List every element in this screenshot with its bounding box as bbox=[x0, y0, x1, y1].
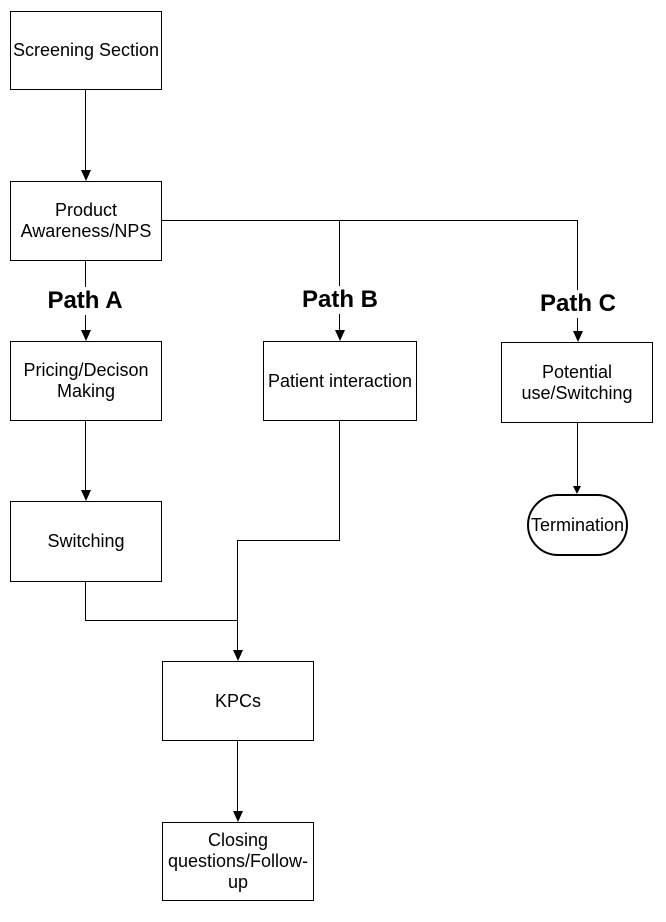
edge-line bbox=[86, 620, 238, 621]
node-termination: Termination bbox=[527, 494, 628, 556]
edge-line bbox=[237, 741, 238, 811]
node-switching: Switching bbox=[10, 501, 162, 582]
edge-line bbox=[85, 582, 86, 621]
arrow-down-icon bbox=[81, 330, 91, 341]
edge-line bbox=[85, 421, 86, 490]
node-label: Potential use/Switching bbox=[521, 361, 633, 403]
node-label: Switching bbox=[47, 531, 125, 551]
path-label-a: Path A bbox=[45, 287, 125, 315]
edge-line bbox=[577, 423, 578, 487]
arrow-down-icon bbox=[573, 331, 583, 342]
node-product-awareness-nps: Product Awareness/NPS bbox=[10, 181, 162, 261]
edge-line bbox=[237, 541, 238, 650]
node-screening-section: Screening Section bbox=[10, 11, 162, 90]
edge-line bbox=[85, 90, 86, 170]
node-label: Screening Section bbox=[12, 40, 160, 60]
edge-line bbox=[339, 421, 340, 541]
node-label: KPCs bbox=[214, 690, 261, 711]
node-pricing-decision-making: Pricing/Decison Making bbox=[10, 341, 162, 421]
node-patient-interaction: Patient interaction bbox=[263, 341, 417, 421]
edge-line bbox=[339, 221, 340, 330]
arrow-down-icon bbox=[335, 330, 345, 341]
edge-line bbox=[237, 540, 340, 541]
node-label: Patient interaction bbox=[267, 370, 413, 391]
path-label-b: Path B bbox=[299, 286, 381, 314]
node-kpcs: KPCs bbox=[162, 661, 314, 741]
node-label: Pricing/Decison Making bbox=[23, 360, 149, 401]
arrow-down-icon bbox=[81, 170, 91, 181]
path-label-c: Path C bbox=[537, 290, 619, 318]
node-label: Closing questions/Follow- up bbox=[167, 830, 309, 892]
node-closing-questions-follow-up: Closing questions/Follow- up bbox=[162, 822, 314, 901]
arrow-down-icon bbox=[573, 486, 581, 494]
arrow-down-icon bbox=[233, 811, 243, 822]
arrow-down-icon bbox=[81, 490, 91, 501]
node-label: Termination bbox=[530, 514, 625, 535]
node-potential-use-switching: Potential use/Switching bbox=[501, 342, 653, 423]
node-label: Product Awareness/NPS bbox=[20, 200, 152, 241]
arrow-down-icon bbox=[233, 650, 243, 661]
edge-line bbox=[162, 220, 578, 221]
edge-line bbox=[577, 221, 578, 331]
